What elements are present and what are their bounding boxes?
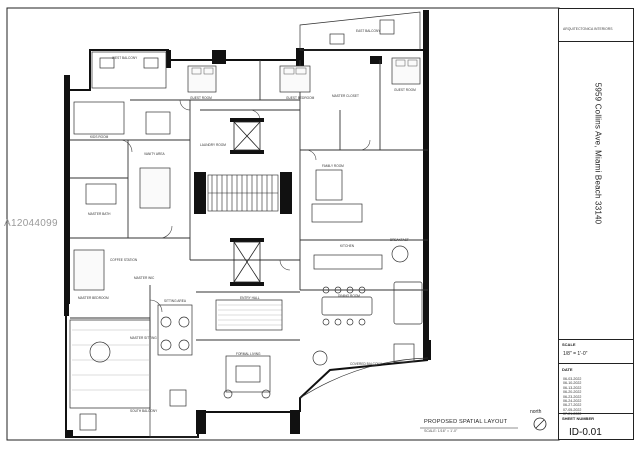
room-label-dining: DINING ROOM bbox=[338, 294, 360, 298]
date-entry: 06-24-2022 bbox=[563, 399, 582, 404]
firm-line: ARQUITECTONICA INTERIORS bbox=[563, 27, 613, 31]
scale-value: 1/8" = 1'-0" bbox=[563, 351, 588, 357]
date-entry: 07-21-2022 bbox=[563, 412, 582, 417]
bed-pillows bbox=[191, 59, 418, 75]
north-arrow bbox=[533, 417, 547, 431]
date-entry: 06-03-2022 bbox=[563, 377, 582, 381]
room-label-coffee-station: COFFEE STATION bbox=[110, 258, 138, 262]
room-label-master-wic: MASTER WIC bbox=[134, 276, 155, 280]
date-entry: 06-27-2022 bbox=[563, 403, 582, 408]
drawing-scale: SCALE: 1/16" = 1'-0" bbox=[424, 429, 458, 433]
date-entry: 07-05-2022 bbox=[563, 407, 582, 412]
room-label-master-bath: MASTER BATH bbox=[88, 212, 111, 216]
elevators bbox=[233, 121, 261, 283]
drawing-title: PROPOSED SPATIAL LAYOUT bbox=[424, 419, 508, 425]
room-label-master-sitting: MASTER SITTING bbox=[130, 336, 157, 340]
date-list: 06-03-2022 06-10-2022 06-13-2022 06-20-2… bbox=[563, 377, 581, 417]
title-block-divider bbox=[559, 41, 633, 42]
stair-core-walls bbox=[194, 118, 292, 286]
room-label-kids-room: KIDS ROOM bbox=[90, 135, 109, 139]
stair bbox=[207, 174, 279, 212]
room-label-south-balcony: SOUTH BALCONY bbox=[130, 409, 158, 413]
room-label-master-bedroom: MASTER BEDROOM bbox=[78, 296, 109, 300]
room-label-east-balcony: EAST BALCONY bbox=[356, 29, 381, 33]
room-label-family: FAMILY ROOM bbox=[322, 164, 344, 168]
title-block-divider bbox=[559, 413, 633, 414]
date-entry: 06-10-2022 bbox=[563, 381, 582, 386]
hatch-pattern bbox=[72, 299, 282, 391]
heavy-wall-bars bbox=[64, 10, 431, 438]
room-label-breakfast: BREAKFAST bbox=[390, 238, 409, 242]
title-block-divider bbox=[559, 339, 633, 340]
room-label-covered-balcony: COVERED BALCONY bbox=[350, 362, 382, 366]
watermark: A12044099 bbox=[4, 218, 58, 229]
project-address: 5959 Collins Ave, Miami Beach 33140 bbox=[593, 82, 603, 225]
room-label-west-balcony: WEST BALCONY bbox=[112, 56, 138, 60]
balconies bbox=[69, 11, 429, 438]
room-label-kitchen: KITCHEN bbox=[340, 244, 354, 248]
beds bbox=[73, 57, 421, 291]
scale-label: SCALE bbox=[562, 342, 576, 347]
room-label-sitting: SITTING AREA bbox=[164, 299, 186, 303]
room-label-laundry: LAUNDRY ROOM bbox=[200, 143, 226, 147]
title-block-divider bbox=[559, 363, 633, 364]
room-label-entry-hall: ENTRY HALL bbox=[240, 296, 260, 300]
furniture bbox=[73, 19, 423, 431]
sheet-number-label: SHEET NUMBER bbox=[562, 416, 595, 421]
north-label: north bbox=[530, 409, 542, 415]
sheet-number: ID-0.01 bbox=[569, 427, 602, 438]
room-label-vanity: VANITY AREA bbox=[144, 152, 165, 156]
room-label-guest-bedroom: GUEST BEDROOM bbox=[286, 96, 315, 100]
room-label-formal-living: FORMAL LIVING bbox=[236, 352, 261, 356]
room-label-master-closet: MASTER CLOSET bbox=[332, 94, 359, 98]
date-entry: 06-23-2022 bbox=[563, 394, 582, 399]
room-label-guest-room-2: GUEST ROOM bbox=[394, 88, 416, 92]
date-entry: 06-20-2022 bbox=[563, 390, 582, 395]
title-block: ARQUITECTONICA INTERIORS 5959 Collins Av… bbox=[558, 8, 634, 440]
date-label: DATE bbox=[562, 367, 573, 372]
date-entry: 06-13-2022 bbox=[563, 385, 582, 390]
room-label-guest-room-1: GUEST ROOM bbox=[190, 96, 212, 100]
